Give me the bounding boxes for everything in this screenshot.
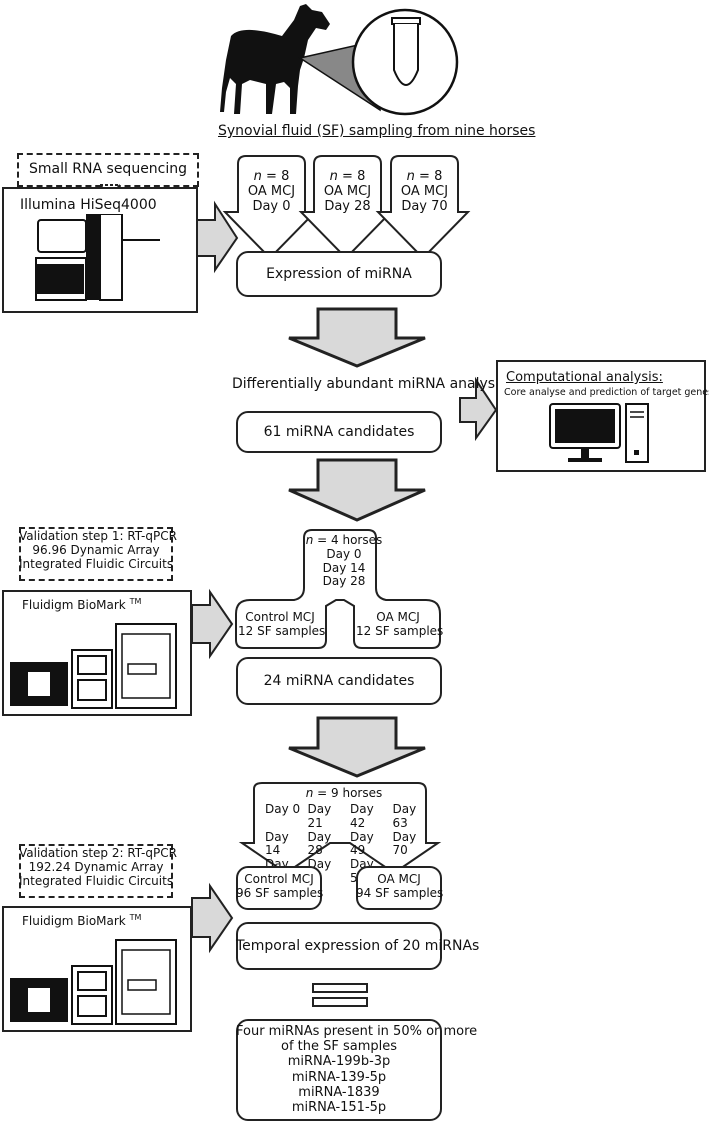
seq-to-panel-arrow (195, 200, 239, 274)
candidates-61-box (236, 411, 442, 453)
panel2-to-computational-arrow (459, 376, 498, 442)
expression-box (236, 251, 442, 297)
final-box (236, 1019, 442, 1121)
panel1-to-panel2-arrow (288, 307, 426, 368)
computer-icon (549, 403, 649, 463)
horse-icon (220, 4, 330, 114)
validation-2-callout (19, 844, 173, 898)
fluidigm-2-icon (10, 939, 177, 1025)
tube-icon (391, 17, 421, 86)
computational-title: Computational analysis: (506, 370, 663, 385)
temporal-label: Temporal expression of 20 miRNAs (236, 938, 480, 954)
cohort-2-title: n = 9 horses (305, 786, 383, 800)
fluidigm-2-label: Fluidigm BioMark TM (22, 913, 142, 928)
panel2-to-panel3-arrow (288, 458, 426, 522)
cohort-2-shape (238, 782, 442, 875)
fluidigm-1-label: Fluidigm BioMark TM (22, 597, 142, 612)
cohort-1-shape (235, 529, 441, 649)
validation-1-callout (19, 527, 173, 581)
seq-callout-label: Small RNA sequencing (28, 161, 188, 177)
val2-to-panel4-arrow (191, 882, 234, 954)
expression-label: Expression of miRNA (266, 266, 412, 282)
candidates-24-label: 24 miRNA candidates (263, 673, 415, 689)
differential-header: Differentially abundant miRNA analysis (232, 376, 507, 392)
candidates-24-box (236, 657, 442, 705)
candidates-61-label: 61 miRNA candidates (263, 424, 415, 440)
equals-bar-top (312, 983, 368, 993)
page-title: Synovial fluid (SF) sampling from nine h… (218, 123, 536, 139)
sequencer-icon (35, 214, 160, 301)
temporal-box (236, 922, 442, 970)
equals-bar-bottom (312, 997, 368, 1007)
computational-subtitle: Core analyse and prediction of target ge… (504, 387, 709, 398)
sequencer-label: Illumina HiSeq4000 (20, 197, 157, 213)
oa-2-box (356, 866, 442, 910)
panel3-to-panel4-arrow (288, 716, 426, 778)
control-2-box (236, 866, 322, 910)
group-arrows (222, 155, 471, 260)
val1-to-panel3-arrow (191, 588, 234, 660)
fluidigm-1-icon (10, 623, 177, 709)
computational-box (496, 360, 706, 472)
